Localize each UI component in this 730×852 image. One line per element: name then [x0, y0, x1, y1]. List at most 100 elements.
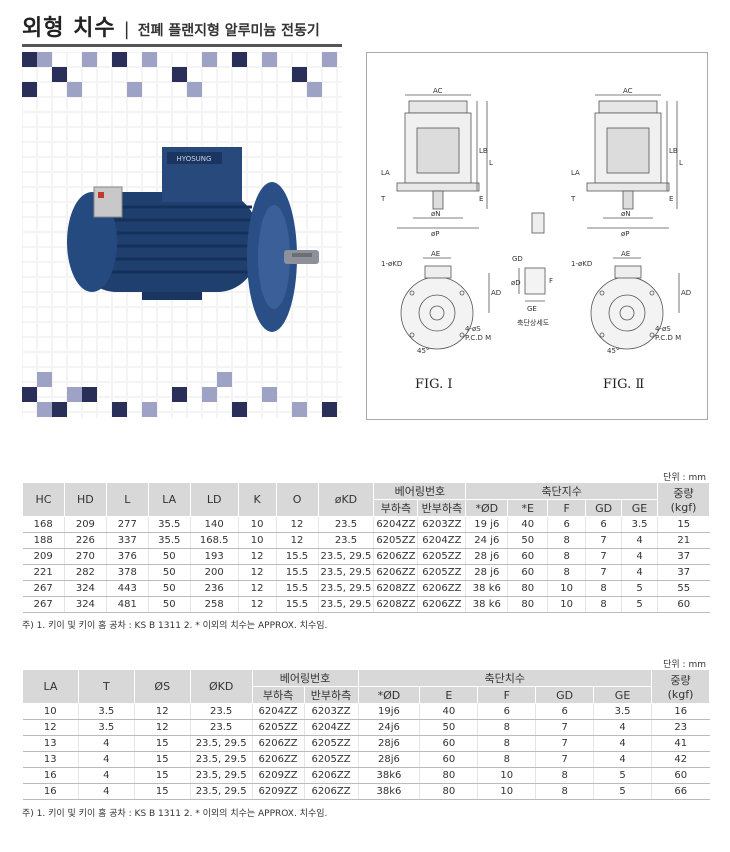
th-bearing: 베어링번호 [373, 482, 467, 500]
table-cell: 23.5, 29.5 [317, 564, 374, 581]
table-cell: 8 [585, 596, 622, 613]
dim-pcd-2: P.C.D M [655, 334, 681, 342]
page-title: 외형 치수 [22, 16, 116, 41]
table-cell: 258 [189, 596, 239, 613]
table-cell: 10 [237, 532, 277, 549]
dim-od: øD [511, 279, 521, 287]
th-okd: øKD [317, 482, 375, 517]
table-cell: 8 [547, 564, 586, 581]
table-cell: 66 [650, 783, 710, 800]
table-cell: 60 [650, 767, 710, 784]
table-cell: 60 [419, 735, 478, 752]
table-cell: 267 [22, 580, 65, 597]
table-cell: 6208ZZ [373, 596, 418, 613]
dimension-table-2: LA T ØS ØKD 베어링번호 축단치수 중량(kgf) 부하측 반부하측 … [22, 669, 711, 800]
table-cell: 209 [63, 516, 107, 533]
dim-ac-2: AC [623, 87, 633, 95]
table-cell: 23.5, 29.5 [189, 767, 253, 784]
table-cell: 277 [105, 516, 149, 533]
table-cell: 6204ZZ [251, 703, 305, 720]
dim-kd-2: 1-øKD [571, 260, 592, 268]
dim-f: F [549, 277, 553, 285]
table-cell: 15.5 [275, 596, 318, 613]
dim-la-1: LA [381, 169, 390, 177]
dim-ae-2: AE [621, 250, 630, 258]
table-cell: 209 [22, 548, 65, 565]
table-cell: 10 [22, 703, 79, 720]
table-cell: 38 k6 [465, 580, 508, 597]
dim-45-1: 45° [417, 347, 429, 355]
title-separator: | [123, 19, 130, 40]
table-cell: 12 [237, 580, 277, 597]
table-cell: 4 [77, 767, 135, 784]
table-cell: 10 [237, 516, 277, 533]
table-cell: 28j6 [357, 735, 420, 752]
table-cell: 236 [189, 580, 239, 597]
dim-p-1: øP [431, 230, 440, 238]
table-cell: 200 [189, 564, 239, 581]
table-cell: 12 [275, 516, 318, 533]
motor-photo: HYOSUNG [22, 52, 342, 418]
table-cell: 15 [657, 516, 710, 533]
dim-l-1: L [489, 159, 493, 167]
table-cell: 4 [593, 751, 652, 768]
table-cell: 6 [547, 516, 586, 533]
table-cell: 221 [22, 564, 65, 581]
table-cell: 6 [477, 703, 536, 720]
th-hc: HC [22, 482, 65, 517]
table-cell: 28j6 [357, 751, 420, 768]
table-cell: 6205ZZ [251, 719, 305, 736]
table-cell: 23.5 [317, 516, 374, 533]
th-ld: LD [189, 482, 239, 517]
table-cell: 140 [189, 516, 239, 533]
th2-t: T [77, 669, 135, 704]
table-cell: 28 j6 [465, 548, 508, 565]
table-cell: 21 [657, 532, 710, 549]
table2-unit: 단위 : mm [663, 660, 706, 670]
th2-os: ØS [133, 669, 191, 704]
table-cell: 324 [63, 580, 107, 597]
table1-unit: 단위 : mm [663, 473, 706, 483]
table-cell: 4 [621, 532, 658, 549]
table-cell: 50 [507, 532, 548, 549]
table-cell: 6206ZZ [373, 564, 418, 581]
table-cell: 4 [621, 548, 658, 565]
table-cell: 12 [237, 564, 277, 581]
table-cell: 6206ZZ [373, 548, 418, 565]
table-cell: 8 [477, 719, 536, 736]
dimension-table-1: HC HD L LA LD K O øKD 베어링번호 축단지수 중량(kgf)… [22, 482, 710, 613]
table-cell: 60 [419, 751, 478, 768]
table-cell: 12 [237, 548, 277, 565]
table-cell: 7 [585, 564, 622, 581]
table-cell: 23.5, 29.5 [189, 751, 253, 768]
table-cell: 6204ZZ [303, 719, 359, 736]
table-cell: 3.5 [621, 516, 658, 533]
th-la: LA [147, 482, 191, 517]
th2-weight: 중량(kgf) [650, 669, 711, 704]
dim-e-1: E [479, 195, 483, 203]
table-cell: 60 [507, 564, 548, 581]
th2-f: F [477, 686, 537, 704]
table-cell: 6205ZZ [417, 564, 466, 581]
table-cell: 6205ZZ [303, 751, 359, 768]
table-cell: 50 [147, 548, 191, 565]
table-cell: 4 [77, 751, 135, 768]
dim-p-2: øP [621, 230, 630, 238]
table-cell: 23.5 [189, 703, 253, 720]
table-cell: 50 [147, 580, 191, 597]
fig2-label: FIG. Ⅱ [603, 377, 644, 392]
table-cell: 270 [63, 548, 107, 565]
table-cell: 80 [507, 596, 548, 613]
table-cell: 6204ZZ [417, 532, 466, 549]
dim-gd: GD [512, 255, 523, 263]
table-cell: 7 [535, 735, 594, 752]
table-cell: 12 [22, 719, 79, 736]
